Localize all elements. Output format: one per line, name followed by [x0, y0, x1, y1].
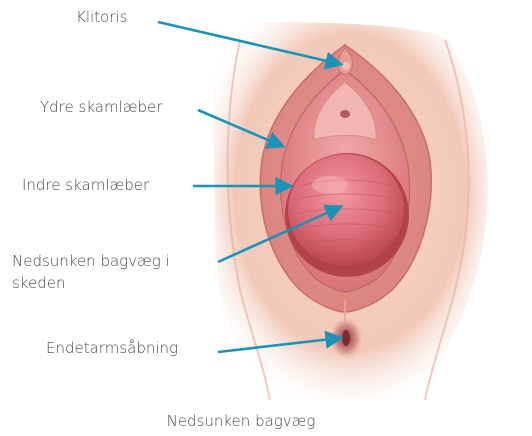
- label-ydre-skamlaeber: Ydre skamlæber: [40, 96, 162, 118]
- figure-caption: Nedsunken bagvæg: [0, 412, 532, 430]
- label-nedsunken-bagvaeg-line1: Nedsunken bagvæg i: [12, 250, 222, 272]
- label-nedsunken-bagvaeg-line2: skeden: [12, 272, 222, 294]
- label-nedsunken-bagvaeg: Nedsunken bagvæg i skeden: [12, 250, 222, 294]
- urethral-opening-shape: [340, 110, 350, 118]
- label-endetarmsaabning: Endetarmsåbning: [46, 337, 178, 359]
- bulging-posterior-wall: [288, 154, 404, 266]
- label-klitoris: Klitoris: [76, 6, 127, 28]
- label-indre-skamlaeber: Indre skamlæber: [22, 174, 149, 196]
